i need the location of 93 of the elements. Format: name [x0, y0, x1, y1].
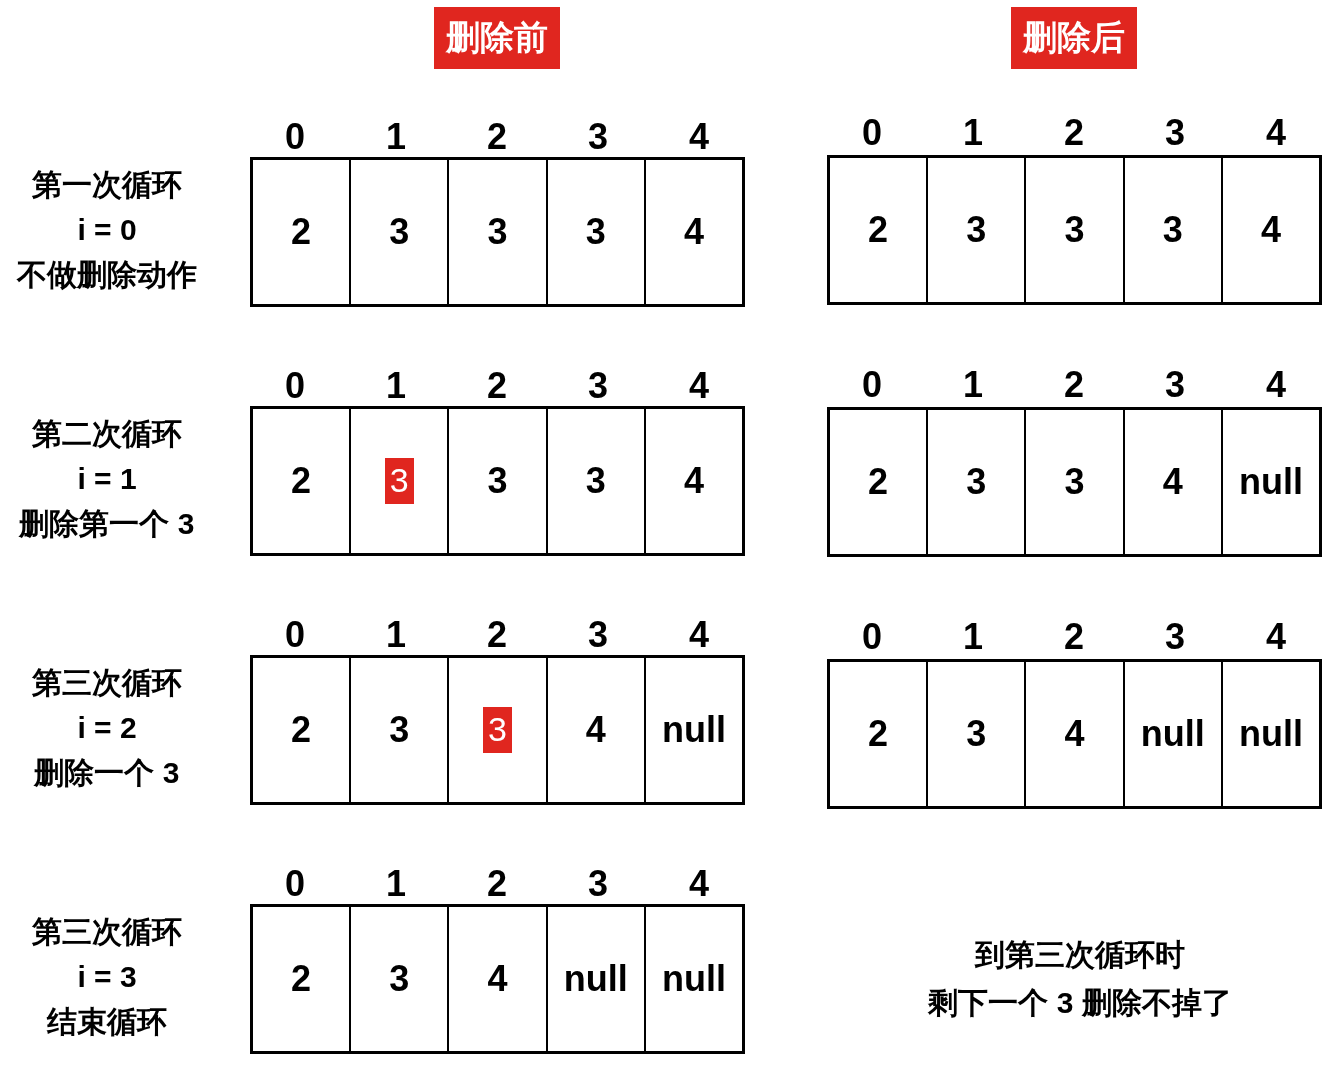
index-number: 2	[1064, 616, 1084, 658]
index-number: 3	[588, 614, 608, 656]
array-cell: 2	[830, 410, 927, 554]
row-description: 删除第一个 3	[19, 505, 195, 542]
array-cell: 3	[926, 662, 1025, 806]
array-box	[827, 407, 1322, 557]
array-box	[250, 904, 745, 1054]
array-cell: 3	[545, 160, 644, 304]
row-description: i = 1	[77, 462, 137, 496]
index-number: 3	[588, 365, 608, 407]
array-cell: 4	[1024, 662, 1123, 806]
index-number: 2	[1064, 112, 1084, 154]
row-description: 删除一个 3	[34, 754, 180, 791]
index-number: 2	[1064, 364, 1084, 406]
array-box	[827, 659, 1322, 809]
index-number: 2	[487, 614, 507, 656]
array-cell: 3	[349, 907, 448, 1051]
index-number: 4	[689, 365, 709, 407]
row-description: 结束循环	[47, 1003, 167, 1040]
index-number: 3	[588, 116, 608, 158]
array-cell: null	[545, 907, 644, 1051]
array-cell: null	[1220, 410, 1319, 554]
index-number: 2	[487, 116, 507, 158]
index-number: 4	[689, 614, 709, 656]
index-number: 2	[487, 863, 507, 905]
note-text: 到第三次循环时	[975, 936, 1185, 973]
array-cell: 3	[349, 658, 448, 802]
array-cell: 4	[1220, 158, 1319, 302]
array-cell: 4	[545, 658, 644, 802]
array-cell: 3	[926, 410, 1025, 554]
index-number: 1	[386, 116, 406, 158]
index-number: 3	[1165, 364, 1185, 406]
highlighted-value: 3	[483, 707, 512, 753]
index-number: 0	[285, 365, 305, 407]
note-text: 剩下一个 3 删除不掉了	[928, 984, 1232, 1021]
array-cell: 2	[830, 158, 927, 302]
row-description: i = 0	[77, 213, 137, 247]
array-cell: 3	[926, 158, 1025, 302]
array-cell: 4	[447, 907, 546, 1051]
index-number: 4	[689, 116, 709, 158]
index-number: 4	[1266, 364, 1286, 406]
array-cell: 3	[545, 409, 644, 553]
array-cell: null	[1122, 662, 1221, 806]
index-number: 0	[285, 614, 305, 656]
title-banner: 删除前	[434, 7, 560, 69]
title-banner: 删除后	[1011, 7, 1137, 69]
array-box	[827, 155, 1322, 305]
array-cell: 4	[1122, 410, 1221, 554]
row-description: i = 2	[77, 711, 137, 745]
array-cell: null	[643, 658, 742, 802]
row-description: 不做删除动作	[17, 256, 197, 293]
index-number: 0	[862, 616, 882, 658]
row-description: 第一次循环	[32, 166, 182, 203]
index-number: 4	[1266, 616, 1286, 658]
index-number: 3	[1165, 112, 1185, 154]
array-cell: 3	[447, 409, 546, 553]
index-number: 1	[386, 365, 406, 407]
array-cell: 2	[253, 658, 350, 802]
array-cell: 2	[253, 907, 350, 1051]
array-cell: null	[643, 907, 742, 1051]
index-number: 0	[862, 364, 882, 406]
index-number: 4	[689, 863, 709, 905]
index-number: 1	[386, 614, 406, 656]
array-cell: 2	[830, 662, 927, 806]
index-number: 0	[862, 112, 882, 154]
index-number: 3	[588, 863, 608, 905]
index-number: 1	[963, 364, 983, 406]
array-cell: 3	[1024, 410, 1123, 554]
index-number: 0	[285, 116, 305, 158]
row-description: 第二次循环	[32, 415, 182, 452]
array-cell: null	[1220, 662, 1319, 806]
array-box	[250, 655, 745, 805]
index-number: 1	[963, 112, 983, 154]
array-cell: 2	[253, 409, 350, 553]
array-cell: 4	[643, 160, 742, 304]
index-number: 4	[1266, 112, 1286, 154]
row-description: 第三次循环	[32, 913, 182, 950]
index-number: 2	[487, 365, 507, 407]
index-number: 3	[1165, 616, 1185, 658]
row-description: i = 3	[77, 960, 137, 994]
highlighted-value: 3	[384, 458, 414, 504]
array-box	[250, 157, 745, 307]
array-cell: 3	[349, 160, 448, 304]
array-box	[250, 406, 745, 556]
array-cell: 4	[643, 409, 742, 553]
index-number: 1	[386, 863, 406, 905]
row-description: 第三次循环	[32, 664, 182, 701]
array-cell: 3	[1122, 158, 1221, 302]
array-cell: 2	[253, 160, 350, 304]
array-cell: 3	[1024, 158, 1123, 302]
index-number: 0	[285, 863, 305, 905]
index-number: 1	[963, 616, 983, 658]
array-cell: 3	[447, 160, 546, 304]
